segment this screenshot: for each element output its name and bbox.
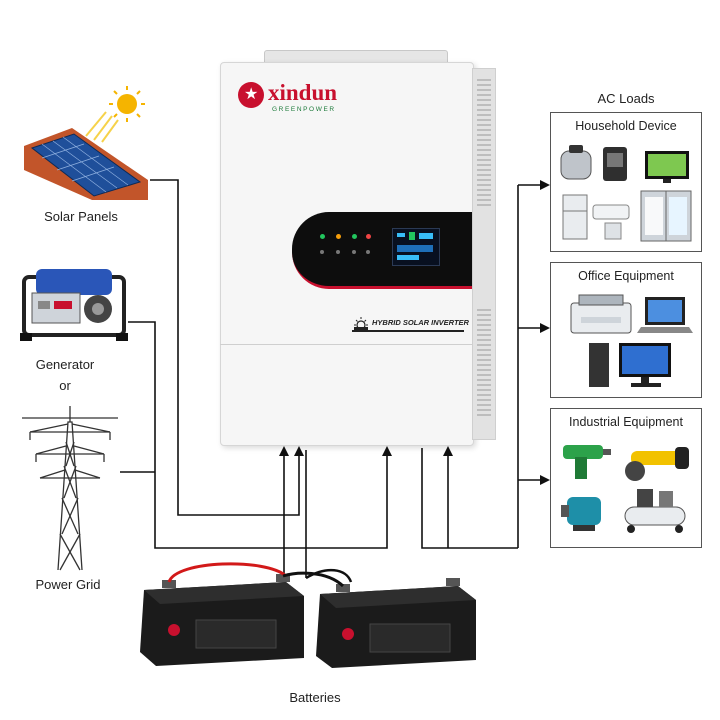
batteries-label: Batteries — [289, 690, 341, 705]
batteries-group — [140, 562, 476, 668]
household-device-label: Household Device — [575, 119, 677, 133]
brand-subtitle: GREENPOWER — [272, 106, 336, 113]
solar-sun-icon — [352, 316, 370, 330]
panel-button[interactable] — [366, 250, 370, 254]
lcd-screen — [392, 228, 440, 266]
panel-button[interactable] — [336, 250, 340, 254]
cover-seam — [220, 344, 472, 345]
panel-button[interactable] — [320, 250, 324, 254]
office-equipment-icon — [570, 294, 693, 387]
generator-wire — [128, 321, 392, 549]
ac-output-wire — [421, 448, 518, 549]
product-label: HYBRID SOLAR INVERTER — [372, 318, 469, 327]
battery-2-icon — [316, 578, 476, 668]
household-appliances-icon — [560, 145, 692, 242]
solar-panels-label: Solar Panels — [44, 209, 118, 224]
power-grid-tower-icon — [22, 406, 118, 571]
inverter-side-vents — [472, 68, 496, 440]
inverter-unit: ★ xindun GREENPOWER HYBRID SOLAR INVERTE… — [220, 50, 496, 446]
brand-name: xindun — [268, 80, 338, 105]
status-led-icon — [336, 234, 341, 239]
office-equipment-label: Office Equipment — [578, 269, 674, 283]
product-label-underline — [352, 330, 464, 332]
household-device-box: Household Device — [550, 112, 702, 252]
series-cable — [282, 571, 345, 588]
status-led-icon — [320, 234, 325, 239]
brand-logo-icon: ★ — [238, 82, 264, 108]
industrial-tools-icon — [561, 445, 689, 533]
positive-cable — [167, 562, 288, 583]
industrial-equipment-box: Industrial Equipment — [550, 408, 702, 548]
or-label: or — [59, 378, 71, 393]
generator-label: Generator — [35, 357, 95, 372]
solar-wire — [150, 179, 304, 516]
panel-button[interactable] — [352, 250, 356, 254]
battery-1-icon — [140, 574, 304, 666]
industrial-equipment-label: Industrial Equipment — [569, 415, 683, 429]
generator-icon — [20, 269, 128, 341]
power-grid-label: Power Grid — [35, 577, 101, 592]
office-equipment-box: Office Equipment — [550, 262, 702, 398]
negative-cable — [305, 569, 353, 583]
status-led-icon — [352, 234, 357, 239]
status-led-icon — [366, 234, 371, 239]
control-panel — [292, 212, 472, 289]
solar-panel-icon — [24, 86, 148, 200]
ac-loads-title: AC Loads — [597, 91, 655, 106]
